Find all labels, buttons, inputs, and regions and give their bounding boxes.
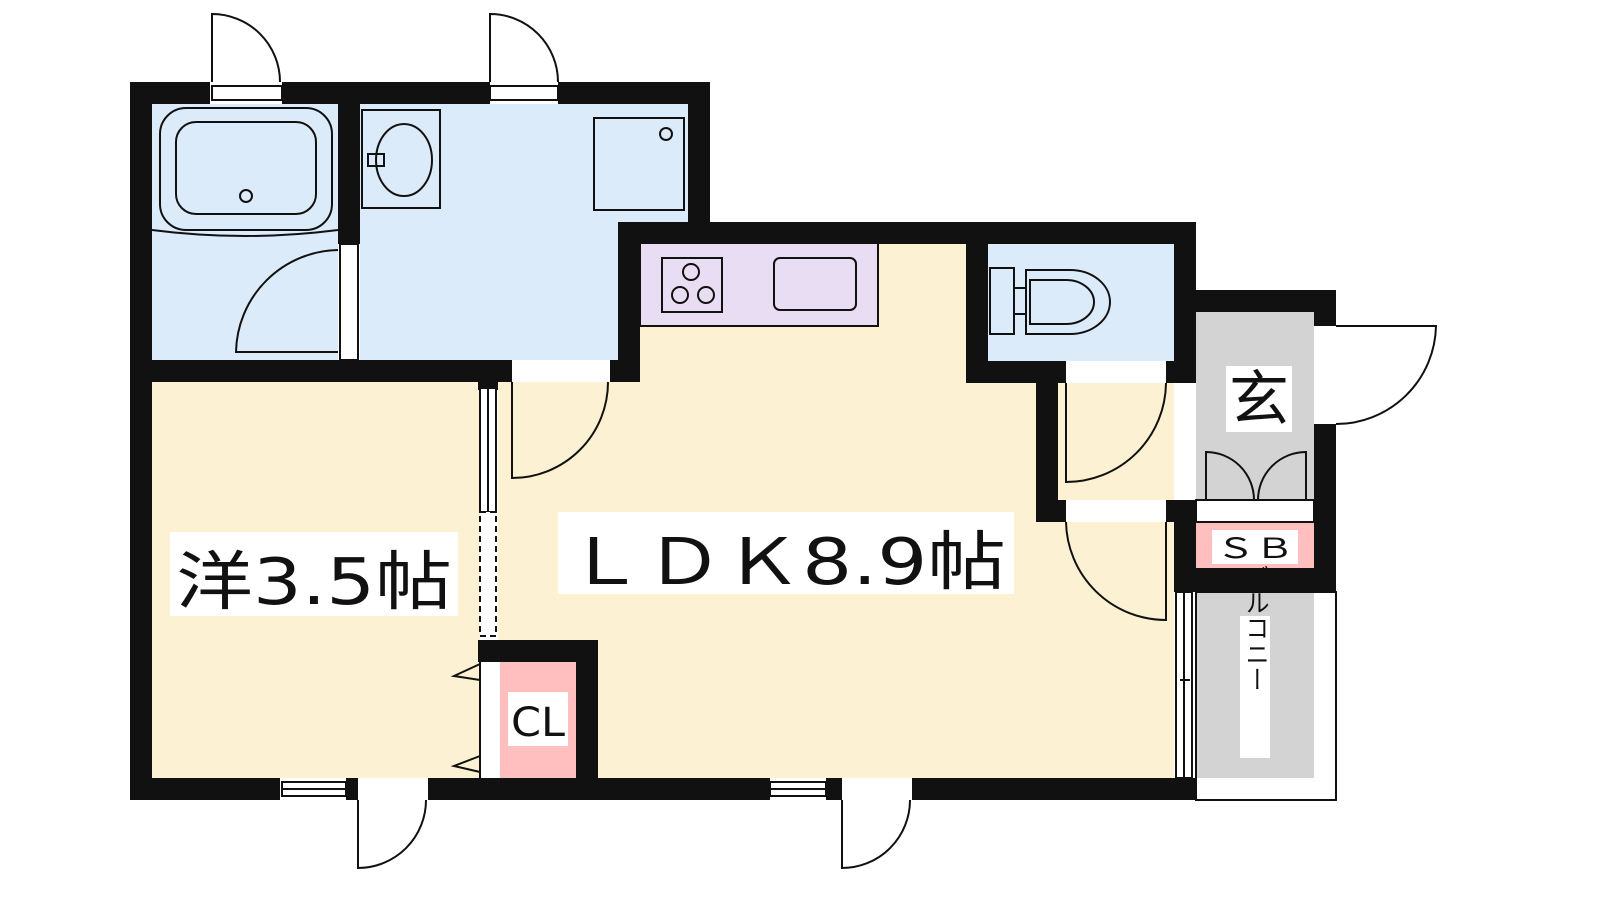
shoe-box-label: ＳＢ [1216, 532, 1294, 565]
kitchen-counter [639, 242, 879, 327]
closet-label: CL [511, 700, 566, 746]
walls [130, 82, 1336, 800]
room-labels: 洋3.5帖 ＬＤＫ8.9帖 CL 玄 ＳＢ バルコニー [170, 365, 1298, 758]
toilet-area [988, 243, 1174, 361]
entrance-label: 玄 [1229, 365, 1289, 435]
ldk-area [498, 243, 1174, 778]
washing-machine-space [593, 117, 685, 211]
stove [661, 257, 723, 313]
balcony-label: バルコニー [1241, 564, 1269, 692]
wash-basin [361, 109, 441, 209]
windows [211, 85, 1337, 801]
toilet-bowl [989, 267, 1111, 335]
fixtures [151, 107, 1315, 523]
doors [211, 12, 1438, 870]
bathroom-area [152, 104, 338, 360]
kitchen-sink [773, 257, 857, 311]
ldk-label: ＬＤＫ8.9帖 [566, 526, 1006, 600]
western-room-label: 洋3.5帖 [176, 546, 452, 620]
bathtub [159, 107, 333, 231]
